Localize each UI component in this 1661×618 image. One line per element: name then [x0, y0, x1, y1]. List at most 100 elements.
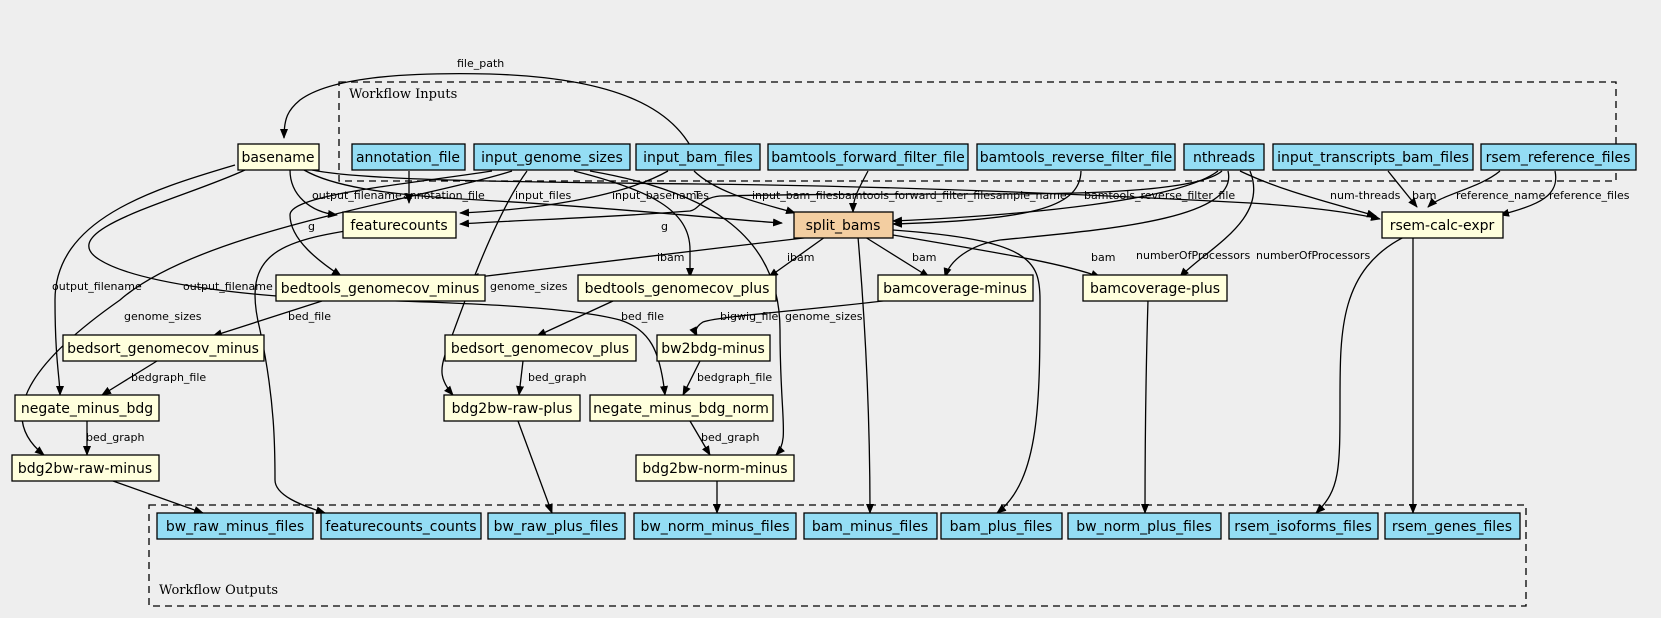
edge-label: bedgraph_file [697, 371, 772, 384]
edge-label: bed_graph [701, 431, 759, 444]
node-bamtools-reverse-filter-file[interactable]: bamtools_reverse_filter_file [976, 143, 1176, 171]
node-rsem-genes-files[interactable]: rsem_genes_files [1384, 512, 1521, 540]
edge-genome-raw-plus [441, 170, 528, 396]
edge-nthreads-split-bams [892, 170, 1219, 225]
node-label: basename [241, 150, 314, 166]
node-label: bamtools_reverse_filter_file [980, 150, 1172, 166]
edge-label: g [308, 220, 315, 233]
node-bam-minus-files[interactable]: bam_minus_files [803, 512, 938, 540]
edge-label: ibam [657, 251, 685, 264]
edge-nthreads-bamcov-minus [943, 170, 1230, 278]
node-label: featurecounts_counts [325, 519, 476, 535]
edge-file-path [280, 72, 692, 148]
node-input-transcripts-bam-files[interactable]: input_transcripts_bam_files [1272, 143, 1474, 171]
edge-label: output_filename [312, 189, 402, 202]
edge-label: g [661, 220, 668, 233]
edge-split-bedtools-plus [768, 236, 826, 278]
node-label: bedtools_genomecov_plus [585, 281, 770, 297]
node-label: input_genome_sizes [481, 150, 623, 166]
node-bw-raw-minus-files[interactable]: bw_raw_minus_files [156, 512, 314, 540]
node-featurecounts[interactable]: featurecounts [342, 211, 457, 239]
node-bw-raw-plus-files[interactable]: bw_raw_plus_files [487, 512, 626, 540]
node-bedtools-genomecov-minus[interactable]: bedtools_genomecov_minus [275, 274, 486, 302]
node-nthreads[interactable]: nthreads [1183, 143, 1265, 171]
edge-label: bam [912, 251, 936, 264]
edge-bedtools-bedsort-plus [536, 300, 614, 337]
node-label: bdg2bw-raw-plus [452, 401, 573, 417]
node-rsem-reference-files[interactable]: rsem_reference_files [1480, 143, 1637, 171]
node-negate-minus-bdg[interactable]: negate_minus_bdg [14, 394, 160, 422]
node-label: negate_minus_bdg [21, 401, 153, 417]
node-bw2bdg-minus[interactable]: bw2bdg-minus [656, 334, 771, 362]
node-bedsort-genomecov-minus[interactable]: bedsort_genomecov_minus [62, 334, 265, 362]
edge-genome-norm-minus [589, 170, 786, 456]
edge-label: bam [1412, 189, 1436, 202]
edge-genome-bedtools-minus [289, 170, 493, 277]
node-bedtools-genomecov-plus[interactable]: bedtools_genomecov_plus [577, 274, 777, 302]
node-rsem-isoforms-files[interactable]: rsem_isoforms_files [1228, 512, 1379, 540]
edge-split-bam-plus [892, 229, 1041, 514]
node-bam-plus-files[interactable]: bam_plus_files [940, 512, 1063, 540]
node-bdg2bw-norm-minus[interactable]: bdg2bw-norm-minus [635, 454, 795, 482]
node-split-bams[interactable]: split_bams [793, 211, 894, 239]
node-label: bam_plus_files [950, 519, 1053, 535]
edge-basename-split-bams [303, 169, 783, 227]
edge-label: bam [1091, 251, 1115, 264]
node-input-bam-files[interactable]: input_bam_files [635, 143, 761, 171]
node-label: featurecounts [350, 218, 447, 234]
node-bw-norm-plus-files[interactable]: bw_norm_plus_files [1067, 512, 1222, 540]
edge-split-bam-minus [857, 236, 874, 514]
node-bw-norm-minus-files[interactable]: bw_norm_minus_files [633, 512, 797, 540]
edge-split-bedtools-minus [469, 236, 813, 281]
node-negate-minus-bdg-norm[interactable]: negate_minus_bdg_norm [589, 394, 774, 422]
edge-label: input_basenames [612, 189, 709, 202]
node-bdg2bw-raw-minus[interactable]: bdg2bw-raw-minus [11, 454, 160, 482]
edge-basename-featurecounts [289, 169, 338, 218]
node-bedsort-genomecov-plus[interactable]: bedsort_genomecov_plus [444, 334, 637, 362]
cluster-workflow-inputs [338, 81, 1617, 182]
edge-label: bedgraph_file [131, 371, 206, 384]
node-label: rsem-calc-expr [1390, 218, 1495, 234]
node-rsem-calc-expr[interactable]: rsem-calc-expr [1381, 211, 1504, 239]
edge-nthreads-rsem [1239, 170, 1377, 218]
edge-label: numberOfProcessors [1256, 249, 1370, 262]
node-basename[interactable]: basename [237, 143, 320, 171]
edge-label: reference_files [1549, 189, 1630, 202]
edge-label: annotation_file [403, 189, 485, 202]
edge-label: bamtools_reverse_filter_file [1084, 189, 1235, 202]
edge-bedtools-bedsort-minus [212, 300, 323, 338]
edge-bamcov-bw2bdg [689, 299, 892, 337]
edge-rev-split-bams [892, 170, 1082, 228]
node-label: bw_raw_minus_files [166, 519, 304, 535]
edge-rsem-isoforms [1315, 236, 1405, 514]
node-label: split_bams [806, 218, 881, 234]
edge-label: bed_file [621, 310, 664, 323]
edge-label: genome_sizes [785, 310, 863, 323]
node-featurecounts-counts[interactable]: featurecounts_counts [320, 512, 482, 540]
node-label: bedsort_genomecov_minus [67, 341, 259, 357]
node-bamcoverage-minus[interactable]: bamcoverage-minus [877, 274, 1034, 302]
edge-label: bed_graph [86, 431, 144, 444]
cluster-workflow-inputs-label: Workflow Inputs [349, 87, 457, 102]
edge-transcripts-rsem [1387, 170, 1418, 208]
node-label: bedsort_genomecov_plus [451, 341, 629, 357]
node-bdg2bw-raw-plus[interactable]: bdg2bw-raw-plus [443, 394, 581, 422]
edge-featurecounts-counts [254, 225, 379, 515]
edge-label: output_filename [183, 280, 273, 293]
edge-bedsort-negate [101, 360, 158, 396]
edge-label: file_path [457, 57, 504, 70]
node-bamcoverage-plus[interactable]: bamcoverage-plus [1082, 274, 1228, 302]
edge-bedsort-raw-plus [516, 360, 525, 396]
node-annotation-file[interactable]: annotation_file [351, 143, 466, 171]
node-bamtools-forward-filter-file[interactable]: bamtools_forward_filter_file [767, 143, 969, 171]
node-label: bw_norm_minus_files [640, 519, 789, 535]
edge-label: output_filename [52, 280, 142, 293]
edge-split-bamcov-minus [864, 236, 930, 278]
node-label: rsem_reference_files [1486, 150, 1631, 166]
node-input-genome-sizes[interactable]: input_genome_sizes [473, 143, 631, 171]
edge-nthreads-bamcov-plus [1179, 170, 1255, 278]
edge-reference-files [1499, 170, 1557, 217]
node-label: bam_minus_files [812, 519, 928, 535]
edge-basename-negate [54, 164, 236, 396]
